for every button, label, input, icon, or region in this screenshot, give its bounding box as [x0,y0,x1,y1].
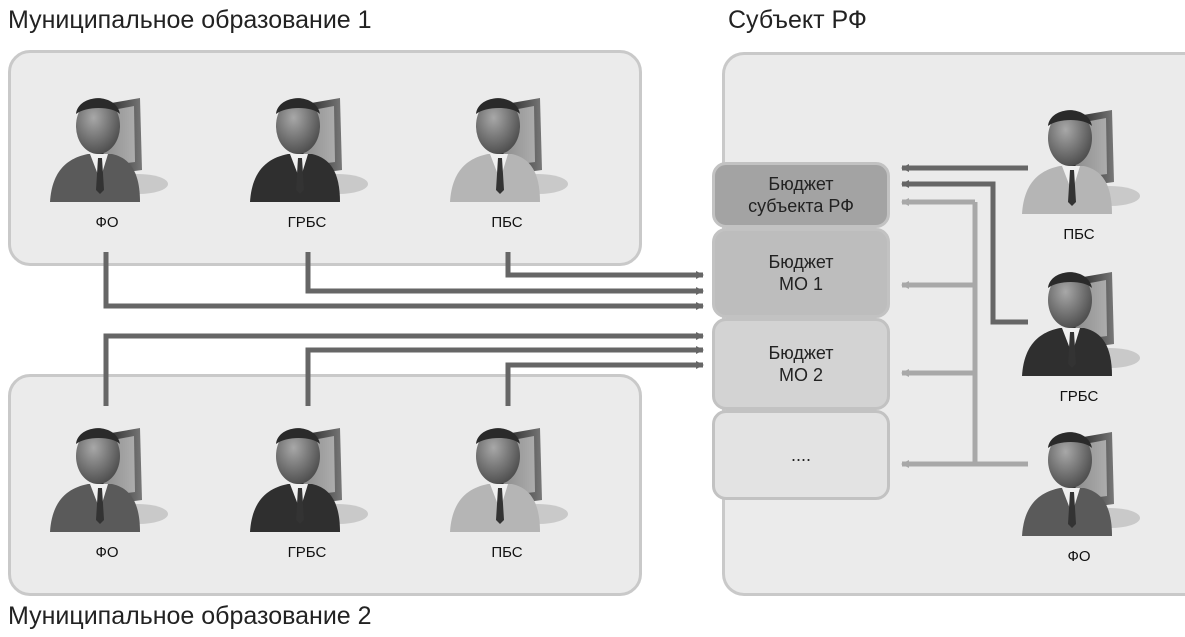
user-role-label: ГРБС [287,544,327,561]
user-role-label: ГРБС [1059,388,1099,405]
budget-mo2: Бюджет МО 2 [712,318,890,410]
subject-user-0: ПБС [1004,96,1154,256]
user-at-computer-icon [32,414,182,534]
arrow-mo2-fo [103,332,704,406]
budget-other: .... [712,410,890,500]
subject-title: Субъект РФ [728,6,867,34]
arrow-mo1-fo [103,252,704,310]
mo1-title: Муниципальное образование 1 [8,6,372,34]
budget-mo1-label: Бюджет МО 1 [768,252,834,294]
mo1-user-0: ФО [32,84,182,244]
mo2-title: Муниципальное образование 2 [8,602,372,630]
user-role-label: ГРБС [287,214,327,231]
budget-subject: Бюджет субъекта РФ [712,162,890,228]
user-at-computer-icon [232,414,382,534]
arrow-mo2-pbs [505,361,704,406]
user-role-label: ПБС [491,544,523,561]
subject-user-1: ГРБС [1004,258,1154,418]
user-role-label: ФО [95,544,119,561]
user-role-label: ФО [1067,548,1091,565]
user-at-computer-icon [432,414,582,534]
budget-other-label: .... [790,445,811,465]
user-at-computer-icon [32,84,182,204]
arrow-mo2-grbs [305,346,704,406]
mo1-user-2: ПБС [432,84,582,244]
arrow-mo1-grbs [305,252,704,295]
budget-subject-label: Бюджет субъекта РФ [748,174,854,216]
arrow-mo1-pbs [505,252,704,279]
mo2-user-0: ФО [32,414,182,574]
user-role-label: ПБС [491,214,523,231]
user-role-label: ПБС [1063,226,1095,243]
budget-mo1: Бюджет МО 1 [712,228,890,318]
arrow-subject-grbs [901,180,1028,325]
mo2-user-1: ГРБС [232,414,382,574]
user-role-label: ФО [95,214,119,231]
mo1-user-1: ГРБС [232,84,382,244]
user-at-computer-icon [1004,258,1154,378]
user-at-computer-icon [1004,96,1154,216]
budget-mo2-label: Бюджет МО 2 [768,343,834,385]
user-at-computer-icon [1004,418,1154,538]
user-at-computer-icon [432,84,582,204]
subject-user-2: ФО [1004,418,1154,578]
user-at-computer-icon [232,84,382,204]
mo2-user-2: ПБС [432,414,582,574]
